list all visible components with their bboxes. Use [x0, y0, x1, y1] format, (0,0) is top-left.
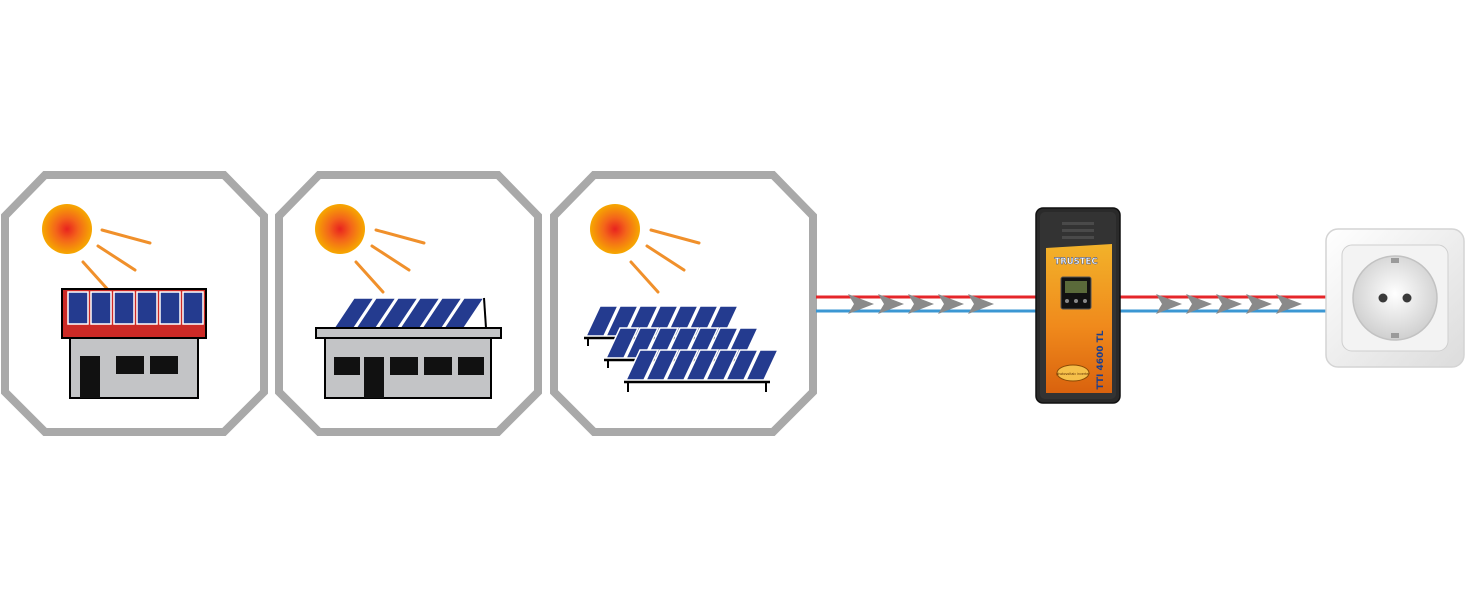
ac-cable [1118, 294, 1330, 314]
installation-ground-mounted [550, 171, 817, 436]
solar-array-row [624, 349, 780, 392]
inverter-model: TTI 4600 TL [1096, 330, 1106, 389]
sun-rays [629, 228, 701, 294]
sun-rays [81, 228, 152, 294]
flow-arrow-icon [848, 294, 994, 314]
sun-icon [315, 204, 365, 254]
building-icon [315, 297, 502, 399]
solar-panel-icon [332, 297, 486, 329]
vent-grille [1062, 222, 1094, 239]
sun-icon [42, 204, 92, 254]
inverter-buttons [1065, 299, 1087, 303]
installation-roof-mounted [275, 171, 542, 436]
sun-rays [354, 228, 426, 294]
power-outlet-icon [1325, 228, 1465, 368]
building-icon [61, 288, 207, 399]
inverter-sticker [1056, 364, 1090, 382]
installation-roof-integrated [0, 171, 268, 436]
sun-icon [590, 204, 640, 254]
dc-cable [816, 294, 1038, 314]
inverter-sticker-text: photovoltaic inverter [1056, 372, 1090, 376]
inverter-brand: TRUSTEC [1054, 257, 1097, 267]
octagon-frame [550, 171, 817, 436]
inverter: TRUSTEC TTI 4600 TL photovoltaic inverte… [1035, 207, 1121, 404]
flow-arrow-icon [1156, 294, 1302, 314]
solar-panel-icon [67, 291, 204, 325]
